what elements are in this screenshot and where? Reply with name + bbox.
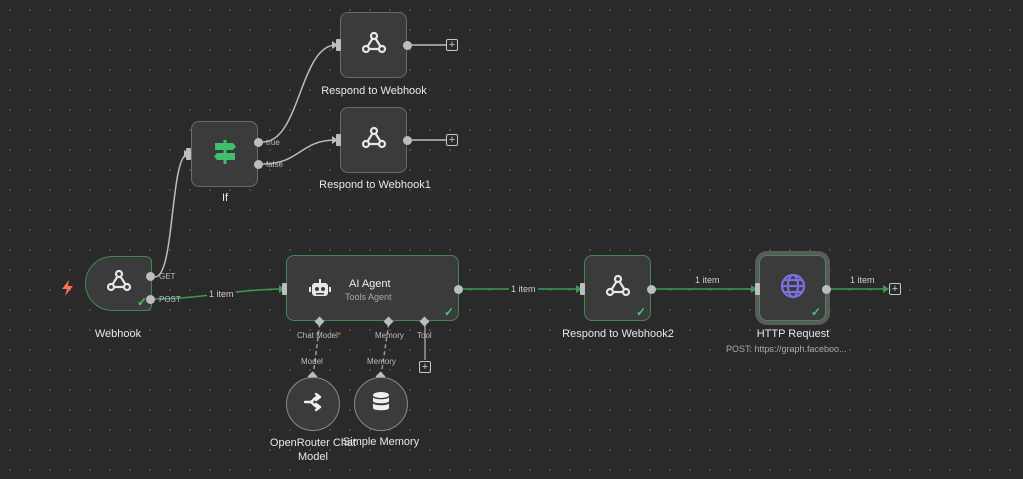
- edge-if-false-respond1: [262, 139, 337, 165]
- ai-agent-subtitle: Tools Agent: [345, 292, 392, 302]
- if-node-label: If: [221, 192, 229, 204]
- if-false-label: false: [266, 160, 283, 169]
- if-node[interactable]: [191, 121, 258, 187]
- respond-to-webhook-node[interactable]: [340, 12, 407, 78]
- respond1-input-port[interactable]: [336, 134, 341, 146]
- edge-label-http-out: 1 item: [848, 275, 877, 285]
- http-request-node[interactable]: ✓: [759, 255, 826, 321]
- memory-node-port-label: Memory: [367, 357, 396, 366]
- webhook-node[interactable]: ✓: [85, 256, 152, 311]
- success-check-icon: ✓: [443, 305, 454, 319]
- simple-memory-node-label: Simple Memory: [342, 436, 420, 448]
- respond-node-label: Respond to Webhook: [321, 85, 427, 97]
- http-input-port[interactable]: [755, 283, 760, 295]
- edge-memory-agent: [380, 321, 390, 377]
- add-node-plus-icon[interactable]: +: [889, 283, 901, 295]
- lightning-bolt-icon: [62, 280, 73, 300]
- respond1-output-port[interactable]: [403, 136, 412, 145]
- edge-if-true-respond: [262, 44, 337, 143]
- globe-icon: [779, 272, 807, 305]
- edge-label-webhook-agent: 1 item: [207, 289, 236, 299]
- success-check-icon: ✓: [635, 305, 646, 319]
- respond-output-port[interactable]: [403, 41, 412, 50]
- success-check-icon: ✓: [136, 295, 147, 309]
- webhook-icon: [361, 125, 387, 156]
- add-node-plus-icon[interactable]: +: [446, 134, 458, 146]
- openrouter-node-label: OpenRouter Chat Model: [269, 437, 357, 463]
- webhook-node-label: Webhook: [94, 328, 142, 340]
- edge-label-respond-http: 1 item: [693, 275, 722, 285]
- ai-agent-input-port[interactable]: [282, 283, 287, 295]
- chat-model-port-label: Chat Model*: [297, 331, 342, 340]
- success-check-icon: ✓: [810, 305, 821, 319]
- webhook-get-label: GET: [159, 272, 176, 281]
- respond2-input-port[interactable]: [580, 283, 585, 295]
- respond1-node-label: Respond to Webhook1: [319, 179, 431, 191]
- tool-port-label: Tool: [417, 331, 432, 340]
- webhook-post-label: POST: [159, 295, 181, 304]
- respond-to-webhook1-node[interactable]: [340, 107, 407, 173]
- webhook-get-port[interactable]: [146, 272, 155, 281]
- respond2-output-port[interactable]: [647, 285, 656, 294]
- ai-agent-node[interactable]: AI Agent Tools Agent ✓: [286, 255, 459, 321]
- edge-label-agent-respond: 1 item: [509, 284, 538, 294]
- openrouter-icon: [303, 392, 323, 417]
- http-node-label: HTTP Request: [756, 328, 830, 340]
- signpost-icon: [211, 138, 239, 171]
- openrouter-chat-model-node[interactable]: [286, 377, 340, 431]
- if-false-port[interactable]: [254, 160, 263, 169]
- webhook-icon: [106, 268, 132, 299]
- webhook-post-port[interactable]: [146, 295, 155, 304]
- if-true-port[interactable]: [254, 138, 263, 147]
- memory-port-label: Memory: [375, 331, 404, 340]
- add-tool-plus-icon[interactable]: +: [419, 361, 431, 373]
- http-output-port[interactable]: [822, 285, 831, 294]
- respond-input-port[interactable]: [336, 39, 341, 51]
- database-icon: [371, 391, 391, 418]
- webhook-icon: [605, 273, 631, 304]
- openrouter-port-label: Model: [301, 357, 323, 366]
- ai-agent-output-port[interactable]: [454, 285, 463, 294]
- robot-icon: [309, 278, 331, 305]
- ai-agent-title: AI Agent: [349, 278, 391, 290]
- if-input-port[interactable]: [186, 148, 191, 160]
- respond-to-webhook2-node[interactable]: ✓: [584, 255, 651, 321]
- edge-openrouter-agent: [312, 321, 321, 377]
- edge-webhook-get-if: [154, 153, 189, 278]
- simple-memory-node[interactable]: [354, 377, 408, 431]
- http-node-subtitle: POST: https://graph.faceboo...: [726, 344, 847, 354]
- webhook-icon: [361, 30, 387, 61]
- add-node-plus-icon[interactable]: +: [446, 39, 458, 51]
- respond2-node-label: Respond to Webhook2: [562, 328, 674, 340]
- if-true-label: true: [266, 138, 280, 147]
